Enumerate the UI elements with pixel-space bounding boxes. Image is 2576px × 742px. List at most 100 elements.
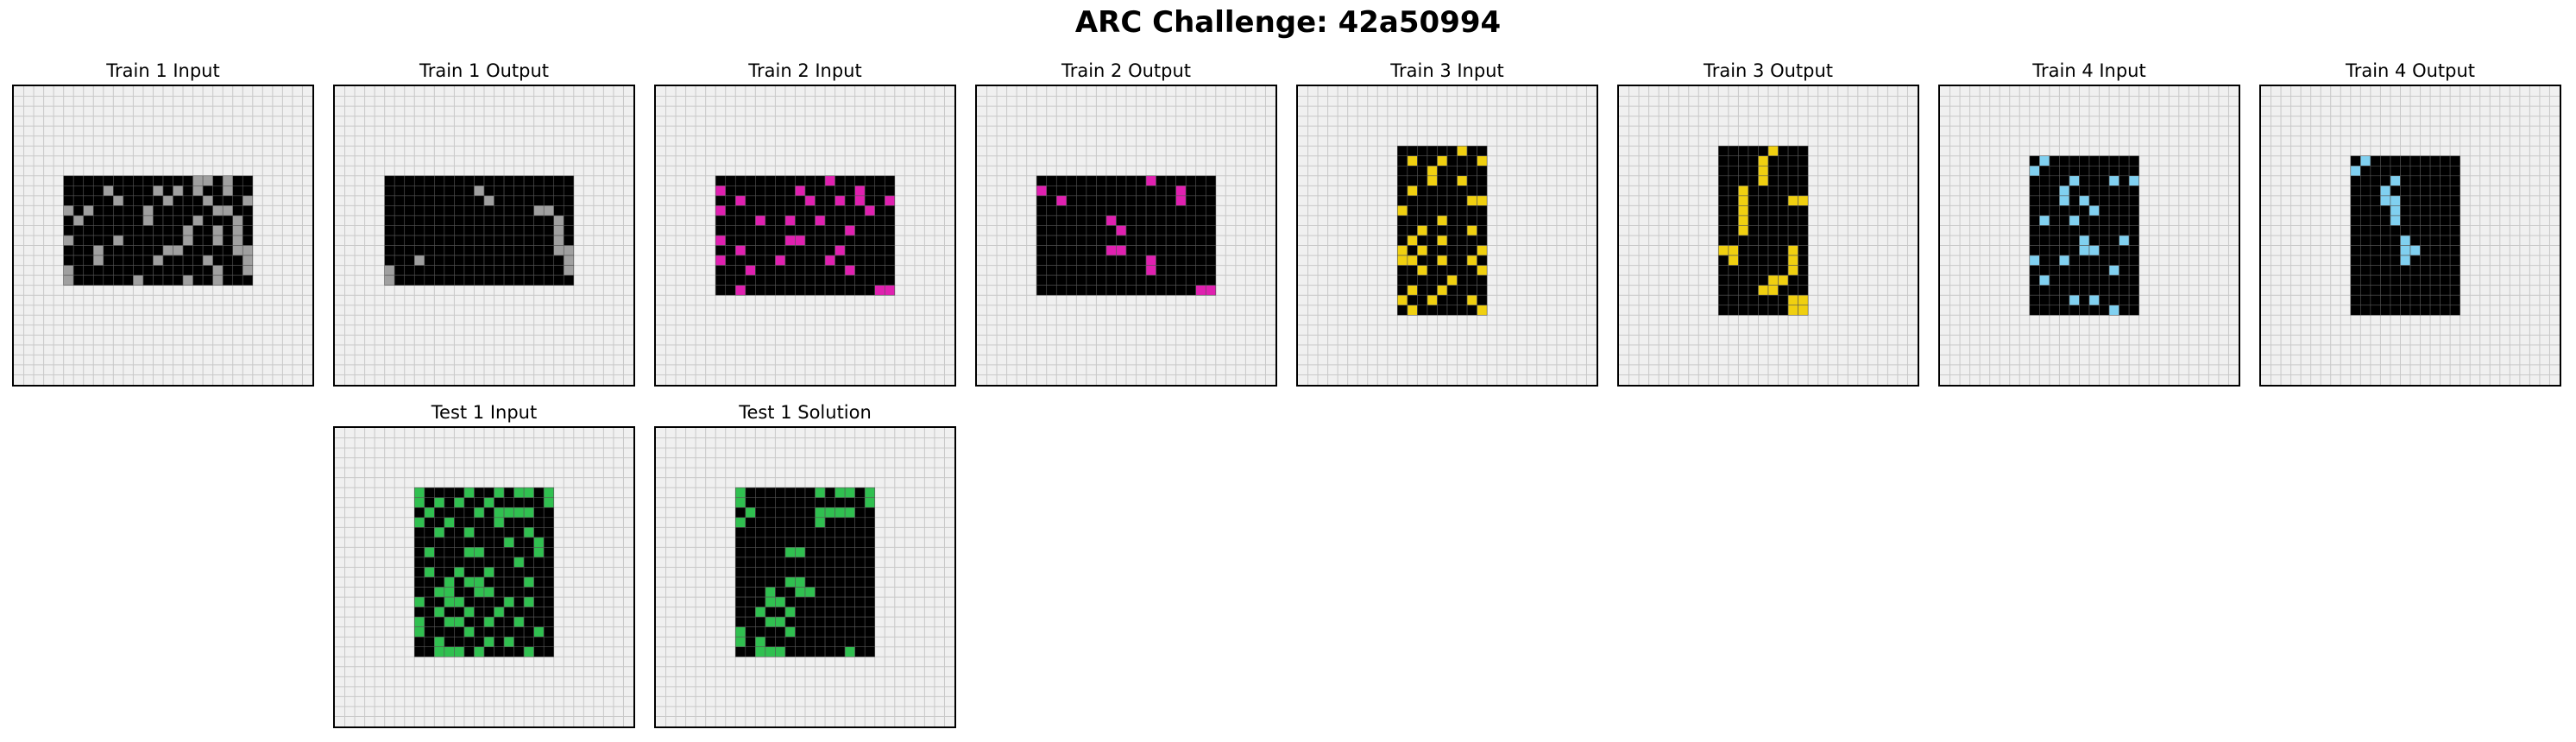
black-cell [2099, 305, 2110, 316]
black-cell [444, 547, 455, 558]
black-cell [1046, 265, 1057, 276]
colored-cell [1738, 195, 1749, 206]
black-cell [523, 547, 534, 558]
colored-cell [1466, 225, 1477, 236]
black-cell [815, 265, 826, 276]
black-cell [1205, 225, 1217, 236]
colored-cell [2390, 205, 2401, 217]
black-cell [2440, 235, 2451, 246]
black-cell [1066, 215, 1077, 226]
colored-cell [795, 576, 806, 588]
panel-train-2-input: Train 2 Input [654, 60, 956, 388]
black-cell [563, 205, 575, 217]
black-cell [1778, 265, 1789, 276]
colored-cell [844, 487, 855, 499]
colored-cell [2088, 245, 2100, 256]
black-cell [835, 205, 846, 217]
colored-cell [1145, 255, 1156, 266]
panel-title: Train 3 Input [1390, 60, 1504, 81]
black-cell [1767, 205, 1779, 217]
black-cell [2370, 205, 2381, 217]
black-cell [533, 616, 545, 627]
black-cell [824, 626, 835, 638]
black-cell [1165, 225, 1176, 236]
colored-cell [815, 215, 826, 226]
black-cell [494, 225, 505, 236]
black-cell [775, 527, 786, 538]
black-cell [815, 547, 826, 558]
black-cell [1066, 255, 1077, 266]
black-cell [162, 215, 173, 226]
black-cell [1427, 285, 1438, 296]
colored-cell [92, 245, 104, 256]
black-cell [1096, 245, 1107, 256]
black-cell [775, 547, 786, 558]
black-cell [503, 547, 514, 558]
black-cell [1427, 245, 1438, 256]
black-cell [765, 626, 776, 638]
black-cell [2400, 305, 2411, 316]
black-cell [1718, 155, 1729, 167]
black-cell [162, 175, 173, 186]
colored-cell [384, 274, 395, 286]
black-cell [755, 265, 766, 276]
black-cell [494, 596, 505, 607]
black-cell [123, 186, 134, 197]
black-cell [2119, 215, 2130, 226]
black-cell [1728, 215, 1739, 226]
black-cell [1457, 255, 1468, 266]
black-cell [222, 235, 234, 246]
black-cell [182, 255, 193, 266]
black-cell [2039, 165, 2050, 177]
black-cell [854, 587, 866, 598]
black-cell [1195, 195, 1206, 206]
black-cell [1758, 225, 1769, 236]
black-cell [2029, 285, 2040, 296]
black-cell [1036, 274, 1048, 286]
black-cell [844, 616, 855, 627]
colored-cell [63, 205, 74, 217]
colored-cell [2059, 195, 2070, 206]
black-cell [2029, 186, 2040, 197]
black-cell [202, 274, 213, 286]
black-cell [824, 636, 835, 648]
black-cell [424, 497, 435, 508]
black-cell [2380, 155, 2391, 167]
black-cell [804, 255, 816, 266]
colored-cell [2390, 215, 2401, 226]
colored-cell [142, 205, 154, 217]
grid-frame [333, 426, 635, 728]
black-cell [523, 587, 534, 598]
black-cell [2108, 245, 2119, 256]
black-cell [2420, 285, 2431, 296]
black-cell [494, 527, 505, 538]
panel-test-1-solution: Test 1 Solution [654, 402, 956, 730]
black-cell [494, 537, 505, 548]
black-cell [543, 547, 555, 558]
black-cell [2128, 186, 2139, 197]
colored-cell [1195, 285, 1206, 296]
black-cell [474, 556, 485, 568]
black-cell [734, 225, 746, 236]
black-cell [63, 195, 74, 206]
black-cell [1718, 215, 1729, 226]
black-cell [2449, 195, 2460, 206]
black-cell [1728, 235, 1739, 246]
black-cell [725, 186, 736, 197]
black-cell [1778, 285, 1789, 296]
colored-cell [1466, 294, 1477, 306]
black-cell [483, 596, 494, 607]
black-cell [1105, 255, 1117, 266]
black-cell [1767, 294, 1779, 306]
black-cell [483, 235, 494, 246]
black-cell [795, 205, 806, 217]
black-cell [1446, 265, 1458, 276]
panel-train-4-input: Train 4 Input [1938, 60, 2240, 388]
black-cell [413, 225, 425, 236]
black-cell [1165, 215, 1176, 226]
black-cell [2350, 305, 2361, 316]
black-cell [1156, 245, 1167, 256]
black-cell [1195, 205, 1206, 217]
panel-title: Train 2 Output [1061, 60, 1192, 81]
black-cell [2099, 175, 2110, 186]
